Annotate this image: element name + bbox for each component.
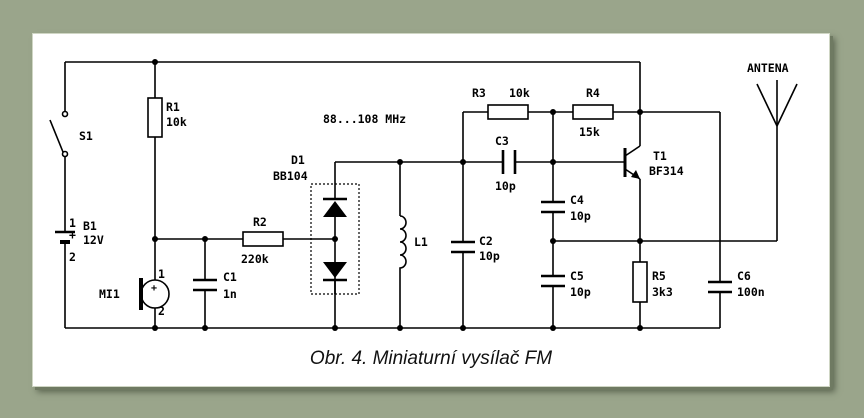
label-mi1-pin2: 2 <box>158 304 165 318</box>
label-c2-value: 10p <box>479 249 500 263</box>
label-r4: R4 <box>586 86 600 100</box>
label-b1-pin1: 1 <box>69 216 76 230</box>
label-s1: S1 <box>79 129 93 143</box>
label-r2: R2 <box>253 215 267 229</box>
varicap-diode-d1 <box>310 183 360 295</box>
junction-dots <box>152 59 643 331</box>
transistor-t1 <box>623 145 641 180</box>
capacitor-c5 <box>541 274 565 288</box>
label-mi1: MI1 <box>99 287 120 301</box>
label-frequency: 88...108 MHz <box>323 112 406 126</box>
label-l1: L1 <box>414 235 428 249</box>
labels: S1 1 B1 + 12V 2 R1 10k MI1 1 + 2 C1 1n R… <box>69 61 789 318</box>
label-r4-value: 15k <box>579 125 600 139</box>
microphone-mi1 <box>139 278 170 310</box>
label-mi1-plus: + <box>151 283 157 294</box>
label-r2-value: 220k <box>241 252 269 266</box>
label-b1-plus: + <box>69 228 76 242</box>
label-r1-value: 10k <box>166 115 187 129</box>
label-c3-value: 10p <box>495 179 516 193</box>
resistor-r3 <box>487 104 529 120</box>
capacitor-c2 <box>451 240 475 254</box>
label-c5: C5 <box>570 269 584 283</box>
label-b1: B1 <box>83 219 97 233</box>
battery-b1 <box>55 230 75 248</box>
wires <box>64 61 778 329</box>
label-r1: R1 <box>166 100 180 114</box>
switch-s1 <box>49 110 69 158</box>
label-d1: D1 <box>291 153 305 167</box>
label-mi1-pin1: 1 <box>158 267 165 281</box>
capacitor-c3 <box>501 150 517 174</box>
capacitor-c4 <box>541 200 565 214</box>
capacitor-c6 <box>708 280 732 294</box>
label-d1-value: BB104 <box>273 169 308 183</box>
label-c5-value: 10p <box>570 285 591 299</box>
label-r5-value: 3k3 <box>652 285 673 299</box>
capacitor-c1 <box>193 278 217 292</box>
label-c6-value: 100n <box>737 285 765 299</box>
label-b1-value: 12V <box>83 233 104 247</box>
resistor-r5 <box>632 261 648 303</box>
label-antenna: ANTENA <box>747 61 789 75</box>
label-r3-value: 10k <box>509 86 530 100</box>
label-b1-pin2: 2 <box>69 250 76 264</box>
figure-caption: Obr. 4. Miniaturní vysílač FM <box>309 348 553 369</box>
label-r3: R3 <box>472 86 486 100</box>
label-c3: C3 <box>495 134 509 148</box>
label-t1: T1 <box>653 149 667 163</box>
label-c1-value: 1n <box>223 287 237 301</box>
label-t1-value: BF314 <box>649 164 684 178</box>
label-c2: C2 <box>479 234 493 248</box>
inductor-l1 <box>399 215 407 270</box>
antenna-symbol <box>756 80 798 127</box>
fm-transmitter-schematic: S1 1 B1 + 12V 2 R1 10k MI1 1 + 2 C1 1n R… <box>49 59 798 331</box>
resistor-r2 <box>242 231 284 247</box>
label-r5: R5 <box>652 269 666 283</box>
label-c1: C1 <box>223 270 237 284</box>
resistor-r4 <box>572 104 614 120</box>
label-c4: C4 <box>570 193 584 207</box>
label-c4-value: 10p <box>570 209 591 223</box>
schematic-frame: S1 1 B1 + 12V 2 R1 10k MI1 1 + 2 C1 1n R… <box>32 33 830 387</box>
label-c6: C6 <box>737 269 751 283</box>
resistor-r1 <box>147 97 163 138</box>
